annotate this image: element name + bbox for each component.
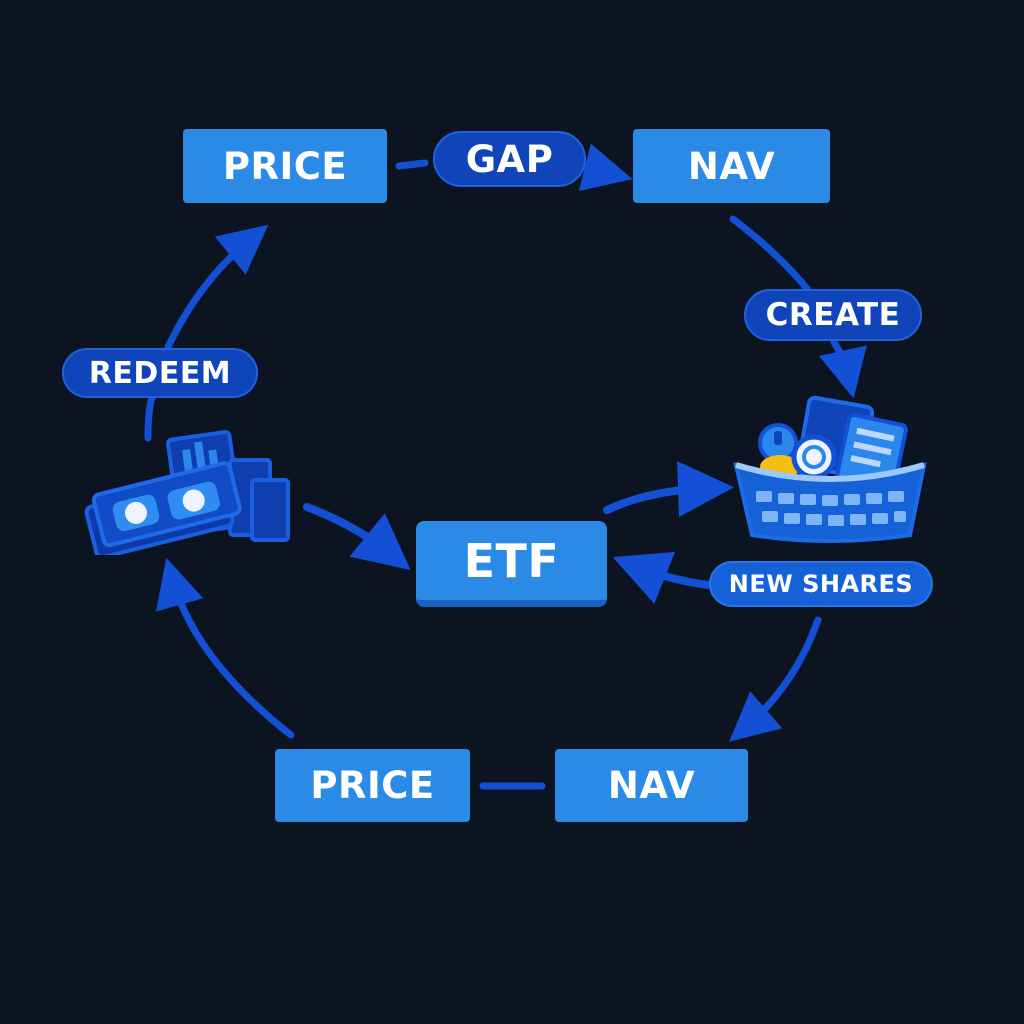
price-box-top: PRICE: [183, 129, 387, 203]
etf-box: ETF: [416, 521, 607, 607]
new-shares-to-nav-arrow: [729, 616, 822, 742]
create-to-basket-arrow: [819, 338, 867, 399]
create-label: CREATE: [744, 289, 922, 341]
gap-to-nav-arrow: [578, 143, 633, 191]
new-shares-label: NEW SHARES: [709, 561, 933, 607]
cash-stack-icon: [84, 430, 290, 555]
nav-box-bottom: NAV: [555, 749, 748, 822]
nav-box-top: NAV: [633, 129, 830, 203]
price-box-bottom: PRICE: [275, 749, 470, 822]
price-to-cash-arrow: [155, 557, 295, 739]
redeem-label: REDEEM: [62, 348, 258, 398]
nav-to-create-arrow: [729, 215, 812, 294]
gap-label: GAP: [433, 131, 586, 187]
price-gap-connector: [395, 159, 429, 170]
securities-basket-icon: [733, 395, 927, 543]
redeem-to-price-arrow: [164, 224, 269, 351]
new-shares-to-etf-arrow: [612, 551, 712, 604]
etf-to-basket-arrow: [603, 461, 734, 518]
cash-to-redeem-arrow: [144, 394, 156, 442]
cash-to-etf-arrow: [303, 503, 411, 571]
